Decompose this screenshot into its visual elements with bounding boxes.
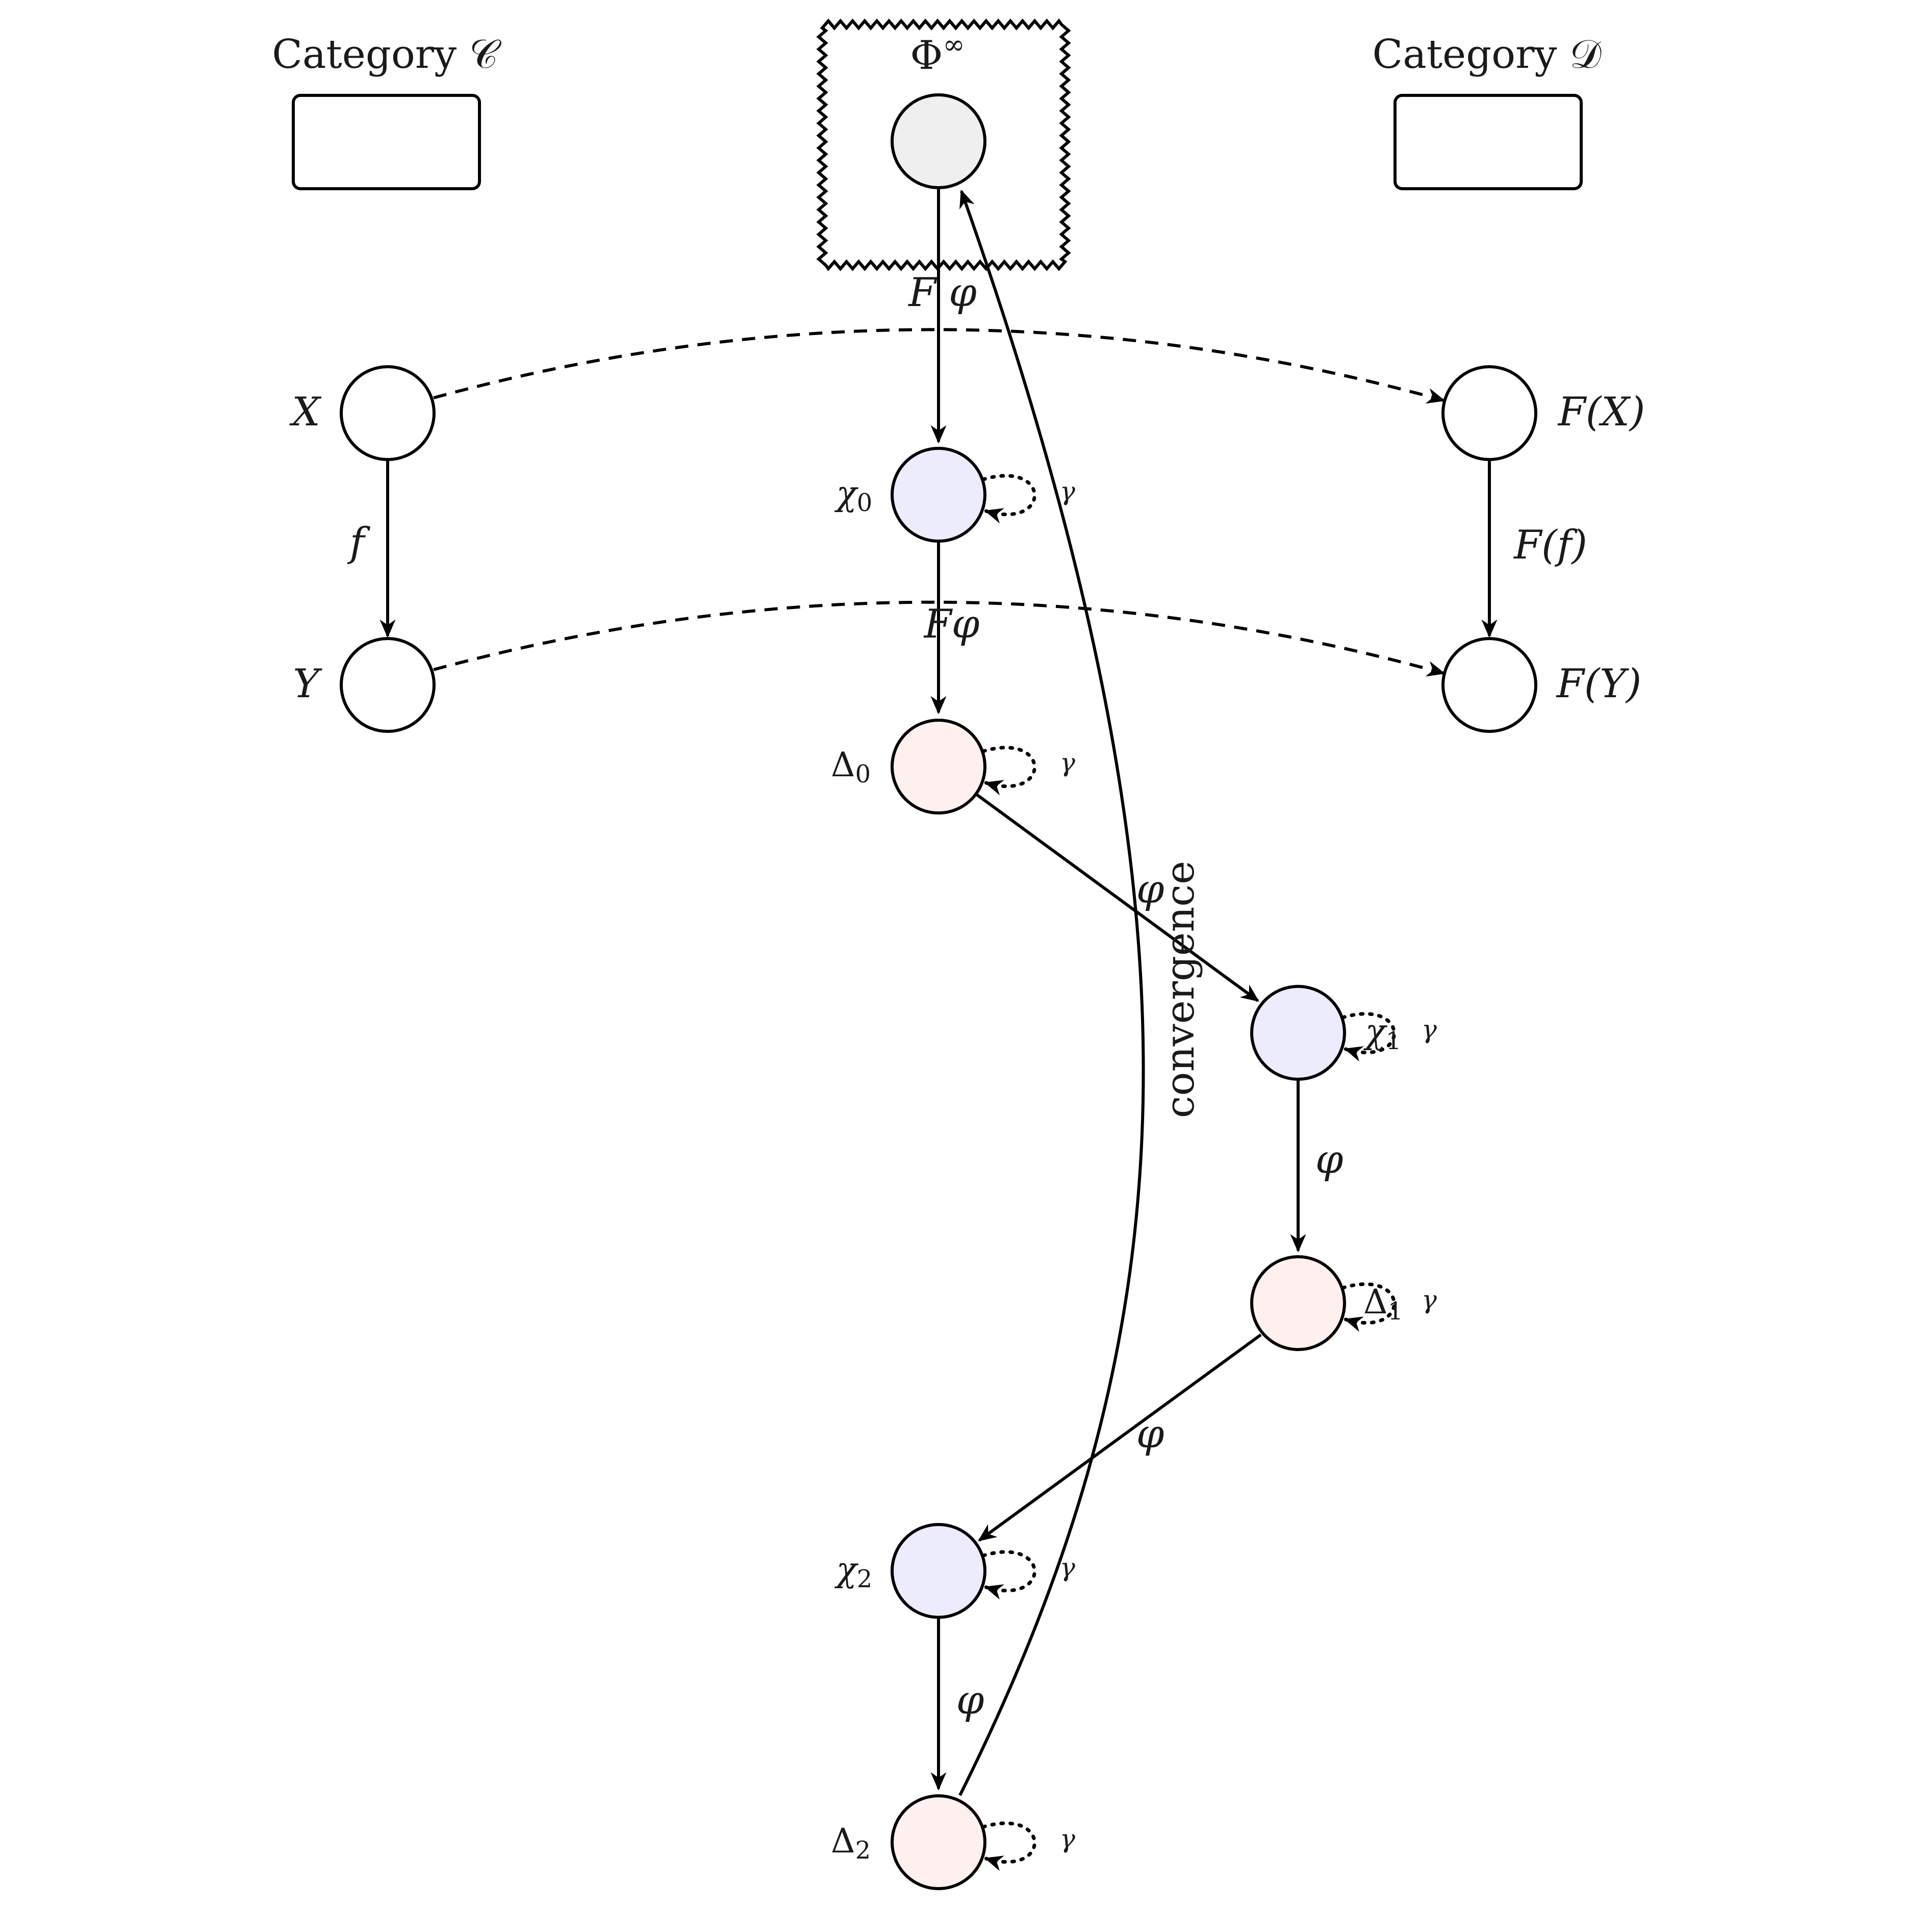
label-xi2: χ2 [834,1550,873,1593]
edge-label-phi-4: φ [956,1677,984,1723]
convergence-label: convergence [1157,861,1203,1118]
gamma-loop-xi2 [981,1550,1036,1600]
label-xi1: χ1 [1363,1012,1402,1055]
node-xi2 [891,1523,986,1619]
phi-infinity-node [891,93,986,189]
edge-delta0-to-xi1 [976,793,1259,1002]
gamma-label-delta0: γ [1060,748,1075,777]
gamma-label-delta2: γ [1060,1824,1075,1853]
gamma-loop-d0 [981,746,1036,796]
label-fx: F(X) [1557,389,1645,435]
label-delta2: Δ2 [831,1821,871,1865]
functor-arc-x [433,328,1446,404]
gamma-label-xi1: γ [1422,1014,1437,1044]
edge-label-ff: F(f) [1513,522,1587,568]
node-delta0 [891,719,986,815]
edge-label-phi-1: φ [1136,867,1164,912]
category-d-box [1393,94,1583,190]
label-delta1: Δ1 [1363,1282,1403,1326]
node-fx [1441,365,1537,461]
functor-arc-y [433,600,1446,677]
category-c-box [292,94,481,190]
label-fy: F(Y) [1556,661,1641,707]
phi-infinity-label: Φ∞ [910,30,965,79]
gamma-label-xi2: γ [1060,1553,1075,1582]
edge-label-f-phi-mid: Fφ [923,601,980,647]
edge-label-f-phi-top: F φ [907,270,977,316]
edge-label-f: f [347,520,371,566]
phi-wavy-frame [816,18,1071,271]
edge-label-phi-3: φ [1136,1411,1164,1457]
label-y: Y [293,661,322,707]
edge-label-phi-2: φ [1315,1137,1344,1183]
gamma-label-xi0: γ [1060,476,1075,506]
label-x: X [289,389,322,435]
node-delta2 [891,1794,986,1890]
node-y [340,637,436,733]
node-xi0 [891,447,986,543]
node-delta1 [1250,1255,1346,1351]
category-d-label: Category 𝒟 [1373,32,1602,78]
gamma-loop-d2 [981,1821,1036,1871]
node-xi1 [1250,985,1346,1081]
category-c-label: Category 𝒞 [272,32,502,78]
gamma-loop-xi0 [981,474,1036,524]
node-x [340,365,436,461]
gamma-label-delta1: γ [1422,1285,1437,1314]
convergence-curve [958,189,1145,1796]
label-delta0: Δ0 [831,745,871,789]
node-fy [1441,637,1537,733]
label-xi0: χ0 [834,474,873,517]
edge-delta1-to-xi2 [978,1333,1262,1542]
